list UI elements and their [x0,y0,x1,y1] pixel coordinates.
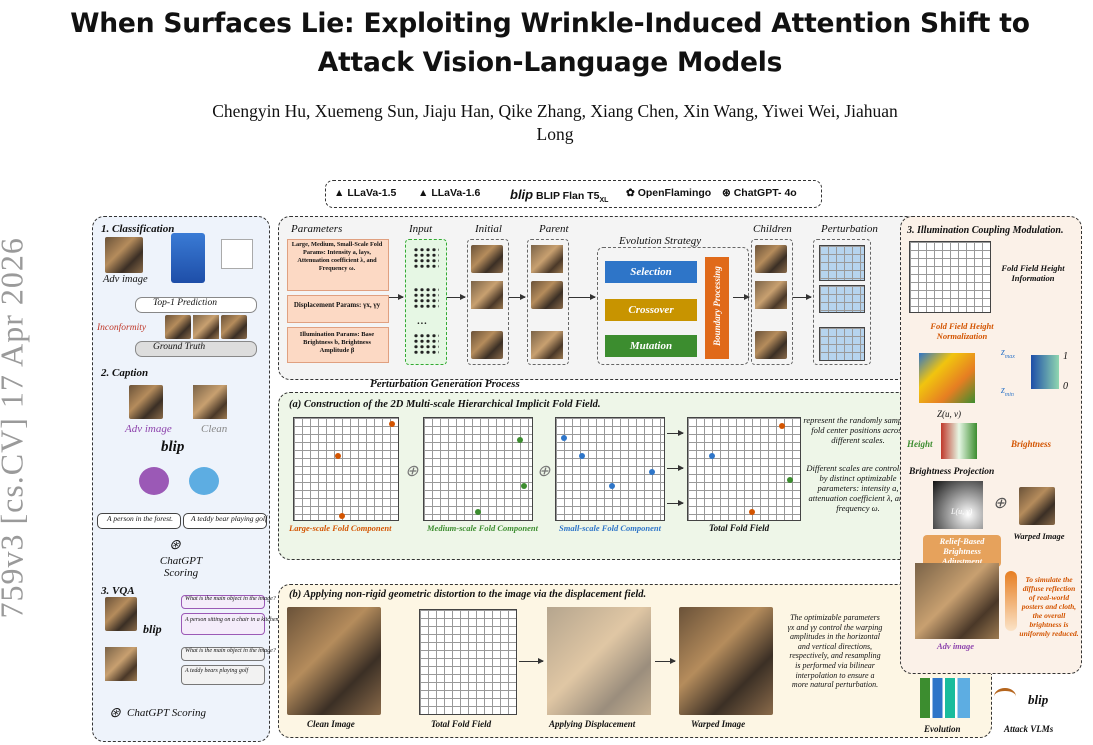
classifier-icon [171,233,205,283]
right-panel: 3. Illumination Coupling Modulation. Fol… [900,216,1082,674]
panel-a: (a) Construction of the 2D Multi-scale H… [278,392,992,560]
boundary-processing: Boundary Processing [712,256,722,356]
chatgpt-icon: ⊛ [169,537,181,554]
adv-image-final [915,563,999,639]
process-title: Perturbation Generation Process [370,378,520,390]
crossover-step: Crossover [605,299,697,321]
panel-b: (b) Applying non-rigid geometric distort… [278,584,992,738]
vlm-models-bar: ▲ LLaVa-1.5 ▲ LLaVa-1.6 blip BLIP Flan T… [325,180,822,208]
adv-image-thumb [105,237,143,273]
clean-image [287,607,381,715]
left-panel: 1. Classification Adv image Top-1 Predic… [92,216,270,742]
total-fold-grid [687,417,801,521]
mutation-step: Mutation [605,335,697,357]
selection-step: Selection [605,261,697,283]
paper-authors: Chengyin Hu, Xuemeng Sun, Jiaju Han, Qik… [110,100,1000,146]
evolution-panel: Parameters Input Initial Parent Evolutio… [278,216,992,380]
small-scale-grid [555,417,665,521]
warped-image [679,607,773,715]
applying-displacement [547,607,651,715]
fold-field-height [909,241,991,313]
figure: ▲ LLaVa-1.5 ▲ LLaVa-1.6 blip BLIP Flan T… [90,178,1090,743]
evolution-chart-icon [920,678,970,718]
total-fold-grid-b [419,609,517,715]
medium-scale-grid [423,417,533,521]
paper-title: When Surfaces Lie: Exploiting Wrinkle-In… [60,4,1040,82]
arxiv-stamp: 759v3 [cs.CV] 17 Apr 2026 [0,359,31,619]
displacement-params-box [287,295,389,323]
large-scale-grid [293,417,399,521]
